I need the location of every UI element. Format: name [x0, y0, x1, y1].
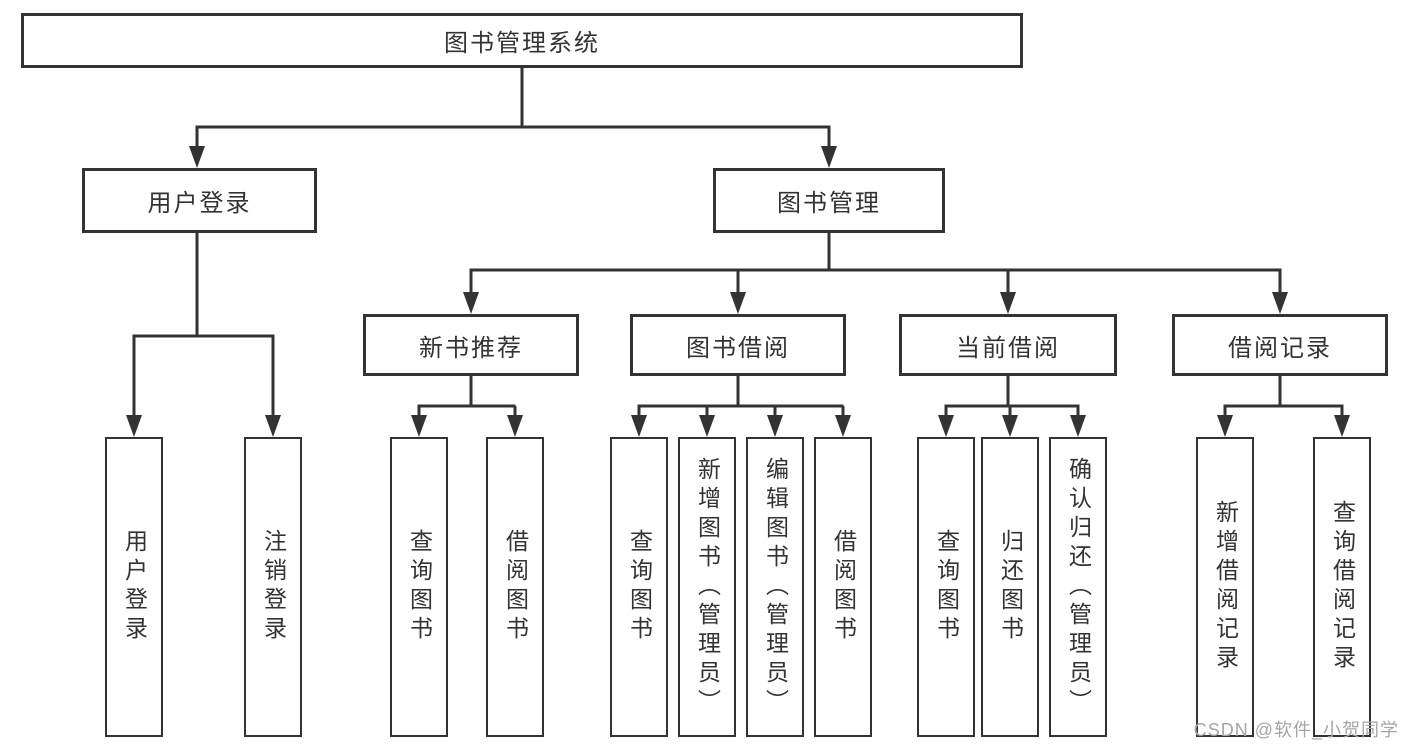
leaf-logout: 注销登录 [244, 437, 302, 737]
leaf-borrow-book: 借阅图书 [814, 437, 872, 737]
leaf-label: 注销登录 [260, 529, 287, 645]
leaf-label: 借阅图书 [502, 529, 529, 645]
node-borrow-records: 借阅记录 [1172, 314, 1388, 376]
node-root-system: 图书管理系统 [21, 13, 1023, 68]
leaf-user-login: 用户登录 [105, 437, 163, 737]
leaf-query-current-borrow: 查询图书 [917, 437, 975, 737]
leaf-label: 查询图书 [406, 529, 433, 645]
csdn-watermark: CSDN @软件_小贺同学 [1193, 720, 1399, 740]
leaf-label: 借阅图书 [830, 529, 857, 645]
leaf-label: 编辑图书（管理员） [762, 456, 789, 718]
leaf-label: 新增借阅记录 [1212, 500, 1239, 674]
leaf-add-borrow-record: 新增借阅记录 [1196, 437, 1254, 737]
node-book-management: 图书管理 [713, 168, 945, 233]
leaf-query-book: 查询图书 [610, 437, 668, 737]
node-book-borrow: 图书借阅 [630, 314, 846, 376]
leaf-label: 查询图书 [626, 529, 653, 645]
leaf-label: 确认归还（管理员） [1065, 456, 1092, 718]
leaf-query-borrow-record: 查询借阅记录 [1313, 437, 1371, 737]
leaf-return-book: 归还图书 [981, 437, 1039, 737]
leaf-label: 新增图书（管理员） [694, 456, 721, 718]
leaf-label: 查询图书 [933, 529, 960, 645]
leaf-query-book-recommend: 查询图书 [390, 437, 448, 737]
node-new-book-recommend: 新书推荐 [363, 314, 579, 376]
leaf-label: 用户登录 [121, 529, 148, 645]
node-user-login: 用户登录 [82, 168, 317, 233]
node-current-borrow: 当前借阅 [899, 314, 1117, 376]
leaf-edit-book-admin: 编辑图书（管理员） [746, 437, 804, 737]
leaf-label: 归还图书 [997, 529, 1024, 645]
leaf-borrow-book-recommend: 借阅图书 [486, 437, 544, 737]
leaf-confirm-return-admin: 确认归还（管理员） [1049, 437, 1107, 737]
leaf-label: 查询借阅记录 [1329, 500, 1356, 674]
leaf-add-book-admin: 新增图书（管理员） [678, 437, 736, 737]
